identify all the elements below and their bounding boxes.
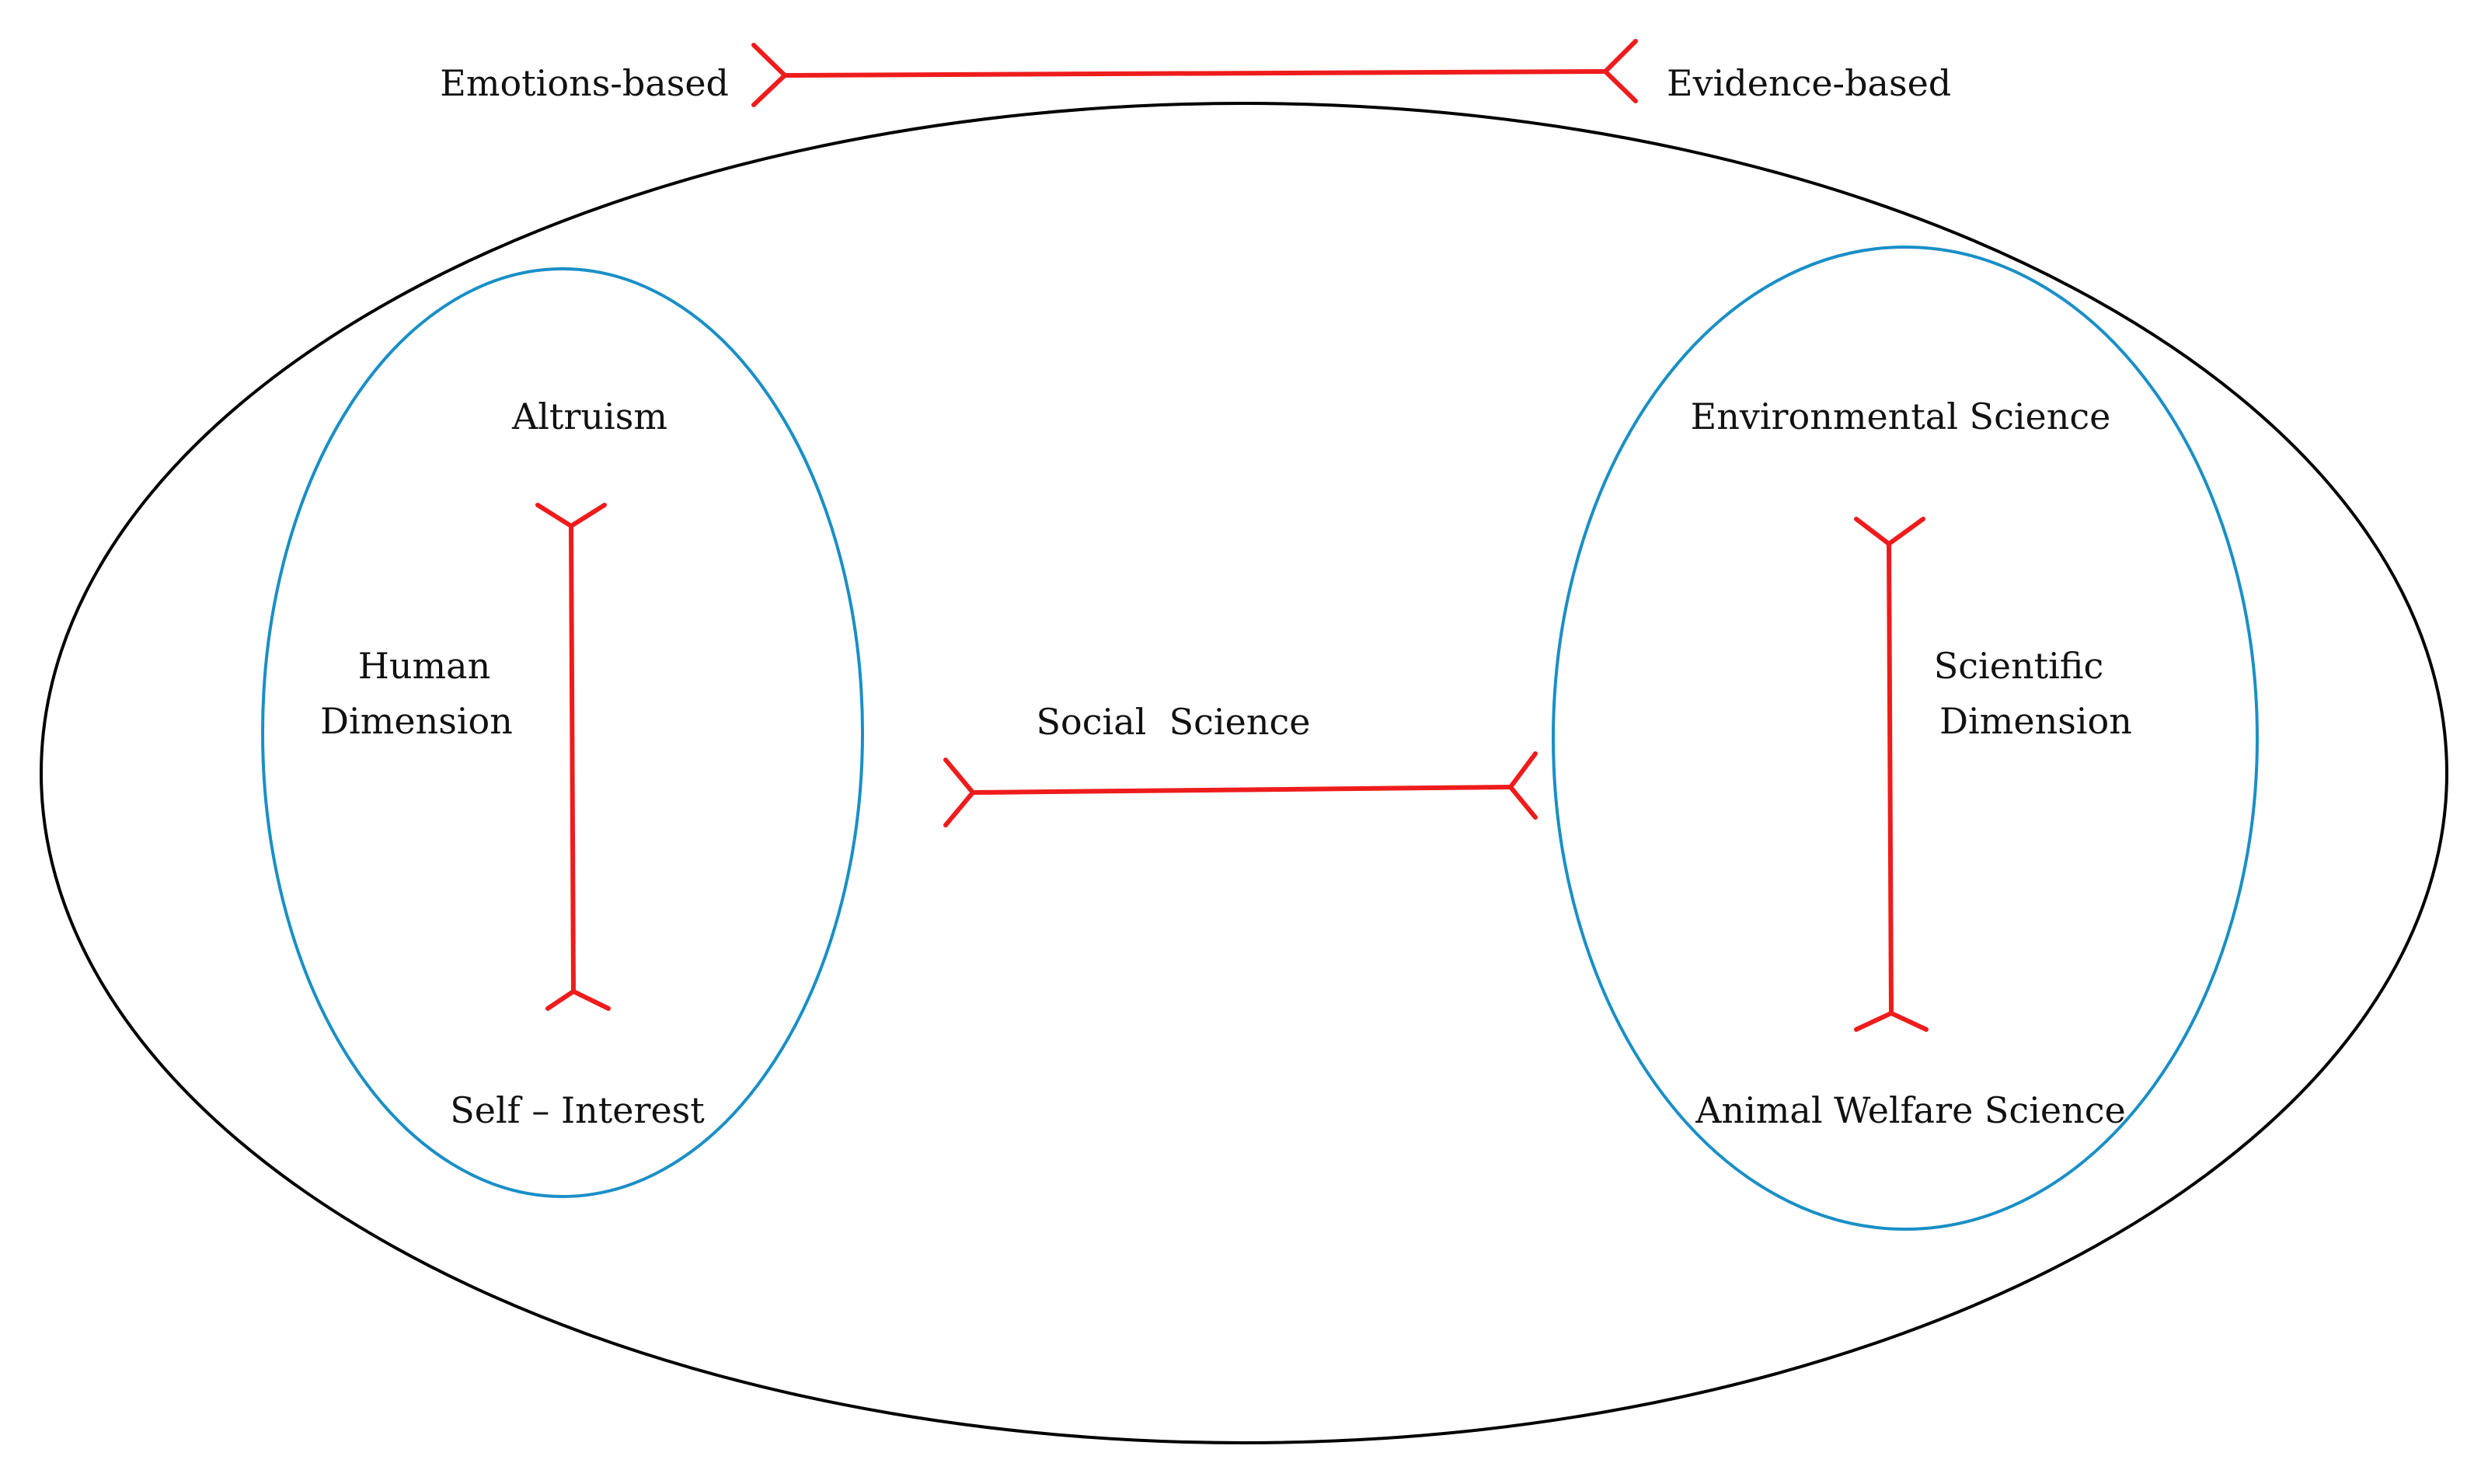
outer-ellipse bbox=[40, 102, 2448, 1444]
human-dimension-label-line2: Dimension bbox=[320, 700, 513, 742]
environmental-science-label: Environmental Science bbox=[1691, 395, 2111, 437]
human-dimension-label-line1: Human bbox=[358, 645, 490, 687]
scientific-dimension-label-line2: Dimension bbox=[1939, 700, 2132, 742]
emotions-based-label: Emotions-based bbox=[440, 62, 729, 104]
scientific-dimension-label-line1: Scientific bbox=[1934, 645, 2103, 687]
environmental-animal-welfare-axis bbox=[1854, 517, 1929, 1032]
social-science-axis bbox=[943, 751, 1538, 827]
animal-welfare-science-label: Animal Welfare Science bbox=[1695, 1089, 2126, 1131]
altruism-self-interest-axis bbox=[535, 503, 611, 1011]
emotions-evidence-axis bbox=[751, 39, 1638, 107]
self-interest-label: Self – Interest bbox=[450, 1089, 705, 1131]
human-dimension-ellipse bbox=[261, 267, 864, 1198]
evidence-based-label: Evidence-based bbox=[1667, 62, 1951, 104]
altruism-label: Altruism bbox=[511, 395, 667, 437]
social-science-label: Social Science bbox=[1037, 701, 1311, 743]
scientific-dimension-ellipse bbox=[1552, 246, 2259, 1231]
